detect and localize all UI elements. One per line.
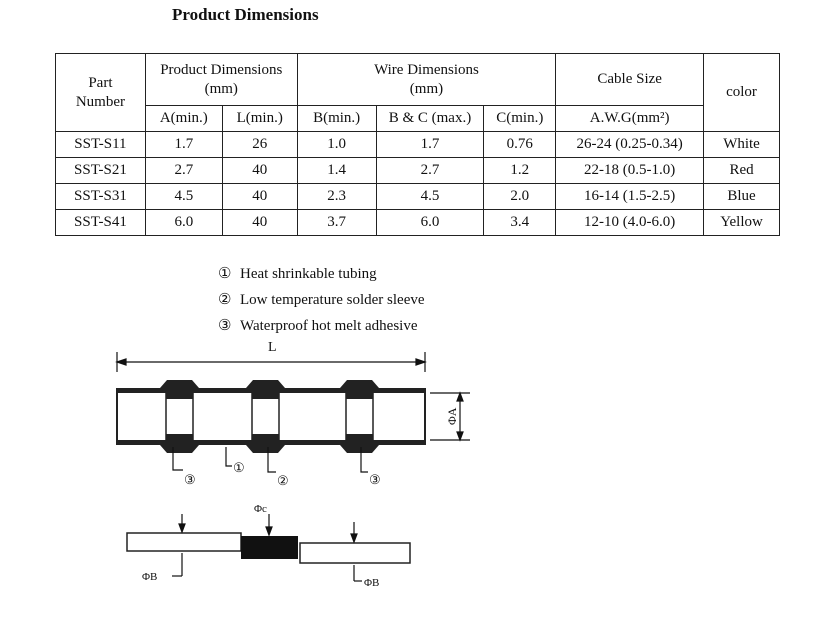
dimensions-table: Part Number Product Dimensions (mm) Wire… bbox=[55, 53, 780, 236]
diameter-c-label: Φc bbox=[254, 503, 267, 515]
diameter-a-dimension bbox=[430, 391, 470, 442]
length-dimension bbox=[115, 352, 427, 372]
cell-b: 3.7 bbox=[296, 209, 377, 236]
cell-c: 3.4 bbox=[483, 209, 557, 236]
length-label: L bbox=[268, 340, 277, 355]
legend-number: ② bbox=[218, 292, 232, 308]
legend-label: Heat shrinkable tubing bbox=[240, 266, 377, 282]
callout-leaders bbox=[172, 447, 368, 473]
table-row: SST-S21 2.7 40 1.4 2.7 1.2 22-18 (0.5-1.… bbox=[55, 157, 780, 184]
cell-part: SST-S21 bbox=[55, 157, 146, 184]
legend-item: ① Heat shrinkable tubing bbox=[218, 263, 425, 289]
cell-b: 1.4 bbox=[296, 157, 377, 184]
cell-color: Yellow bbox=[703, 209, 780, 236]
cell-awg: 12-10 (4.0-6.0) bbox=[555, 209, 705, 236]
subheader-bc-max: B & C (max.) bbox=[375, 105, 485, 132]
cell-c: 0.76 bbox=[483, 131, 557, 158]
cell-l: 40 bbox=[221, 209, 298, 236]
cell-bc: 1.7 bbox=[375, 131, 485, 158]
header-part-number: Part Number bbox=[55, 53, 146, 132]
legend-number: ③ bbox=[218, 318, 232, 334]
legend-label: Waterproof hot melt adhesive bbox=[240, 318, 418, 334]
cell-color: Red bbox=[703, 157, 780, 184]
wire-diagram bbox=[126, 532, 411, 564]
cell-color: White bbox=[703, 131, 780, 158]
cell-awg: 16-14 (1.5-2.5) bbox=[555, 183, 705, 210]
cell-bc: 6.0 bbox=[375, 209, 485, 236]
subheader-b-min: B(min.) bbox=[296, 105, 377, 132]
cell-c: 1.2 bbox=[483, 157, 557, 184]
cell-l: 40 bbox=[221, 157, 298, 184]
cell-l: 40 bbox=[221, 183, 298, 210]
wire-dimension-markers bbox=[172, 514, 362, 582]
callout-2: ② bbox=[277, 473, 289, 488]
callout-3-right: ③ bbox=[369, 472, 381, 487]
subheader-awg: A.W.G(mm²) bbox=[555, 105, 705, 132]
legend-item: ③ Waterproof hot melt adhesive bbox=[218, 315, 425, 341]
header-wire-dimensions: Wire Dimensions (mm) bbox=[296, 53, 557, 106]
splice-connector bbox=[116, 380, 426, 453]
parts-legend: ① Heat shrinkable tubing ② Low temperature… bbox=[218, 263, 425, 341]
table-row: SST-S31 4.5 40 2.3 4.5 2.0 16-14 (1.5-2.… bbox=[55, 183, 780, 210]
diameter-a-label: ΦA bbox=[445, 407, 459, 425]
cell-a: 4.5 bbox=[144, 183, 223, 210]
callout-1: ① bbox=[233, 460, 245, 475]
legend-number: ① bbox=[218, 266, 232, 282]
cell-awg: 26-24 (0.25-0.34) bbox=[555, 131, 705, 158]
header-color: color bbox=[703, 53, 780, 132]
cell-a: 2.7 bbox=[144, 157, 223, 184]
table-row: SST-S41 6.0 40 3.7 6.0 3.4 12-10 (4.0-6.… bbox=[55, 209, 780, 236]
legend-item: ② Low temperature solder sleeve bbox=[218, 289, 425, 315]
page-title: Product Dimensions bbox=[172, 5, 319, 24]
callout-3-left: ③ bbox=[184, 472, 196, 487]
cell-a: 6.0 bbox=[144, 209, 223, 236]
diameter-b-left-label: ΦB bbox=[142, 571, 157, 583]
cell-c: 2.0 bbox=[483, 183, 557, 210]
legend-label: Low temperature solder sleeve bbox=[240, 292, 425, 308]
diameter-b-right-label: ΦB bbox=[364, 577, 379, 589]
